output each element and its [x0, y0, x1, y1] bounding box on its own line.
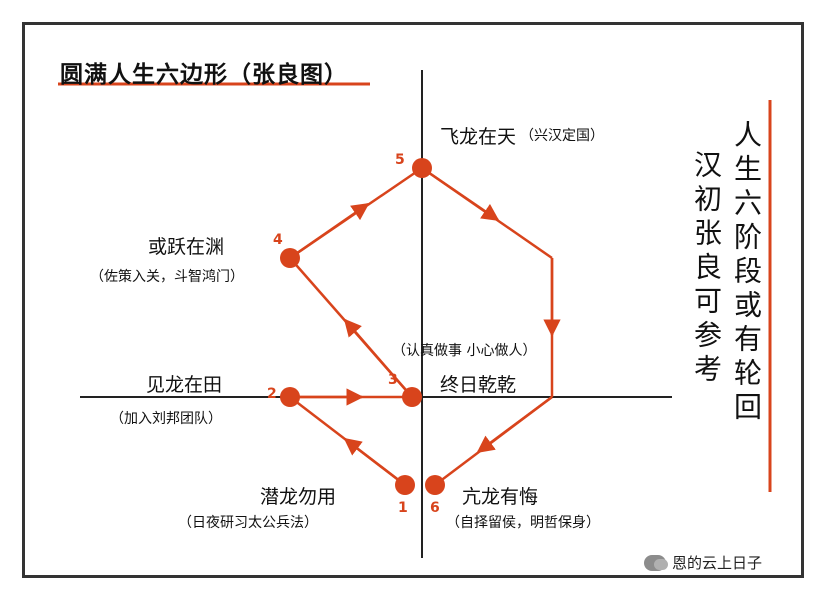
node-4-number: 4: [273, 232, 283, 248]
node-1-label: 潜龙勿用: [260, 486, 337, 508]
node-5-label: 飞龙在天: [440, 126, 517, 148]
node-2-number: 2: [267, 386, 277, 402]
node-3: [402, 387, 422, 407]
node-3-number: 3: [388, 372, 398, 388]
node-3-label: 终日乾乾: [440, 374, 517, 396]
node-6-label: 亢龙有悔: [462, 486, 539, 508]
node-1-sub: （日夜研习太公兵法）: [178, 515, 318, 531]
node-6-sub: （自择留侯，明哲保身）: [446, 515, 600, 531]
node-1: [395, 475, 415, 495]
edges: [289, 166, 561, 486]
wechat-icon: [644, 554, 668, 571]
node-2-label: 见龙在田: [146, 374, 223, 396]
watermark-text: 恩的云上日子: [672, 554, 763, 572]
node-2: [280, 387, 300, 407]
node-3-sub: （认真做事 小心做人）: [392, 343, 537, 359]
edge-1-2-arrow: [343, 437, 406, 486]
node-4-label: 或跃在渊: [148, 236, 225, 258]
side-text-col2: 汉初张良可参考: [690, 150, 723, 388]
diagram-title: 圆满人生六边形（张良图）: [60, 62, 348, 88]
node-2-sub: （加入刘邦团队）: [110, 411, 222, 427]
nodes: [280, 158, 445, 495]
node-1-number: 1: [398, 500, 408, 516]
edge-3-4-arrow: [343, 318, 413, 398]
watermark: 恩的云上日子: [640, 552, 767, 573]
node-5: [412, 158, 432, 178]
side-text-col1: 人生六阶段或有轮回: [730, 120, 763, 426]
node-4: [280, 248, 300, 268]
node-5-sub: （兴汉定国）: [520, 128, 604, 144]
node-6-number: 6: [430, 500, 440, 516]
node-5-number: 5: [395, 152, 405, 168]
edge-4-5-arrow: [289, 202, 370, 260]
node-6: [425, 475, 445, 495]
node-4-sub: （佐策入关，斗智鸿门）: [90, 269, 244, 285]
edge-5-6c-arrow: [476, 395, 553, 454]
edge-5-6a-arrow: [421, 166, 500, 222]
